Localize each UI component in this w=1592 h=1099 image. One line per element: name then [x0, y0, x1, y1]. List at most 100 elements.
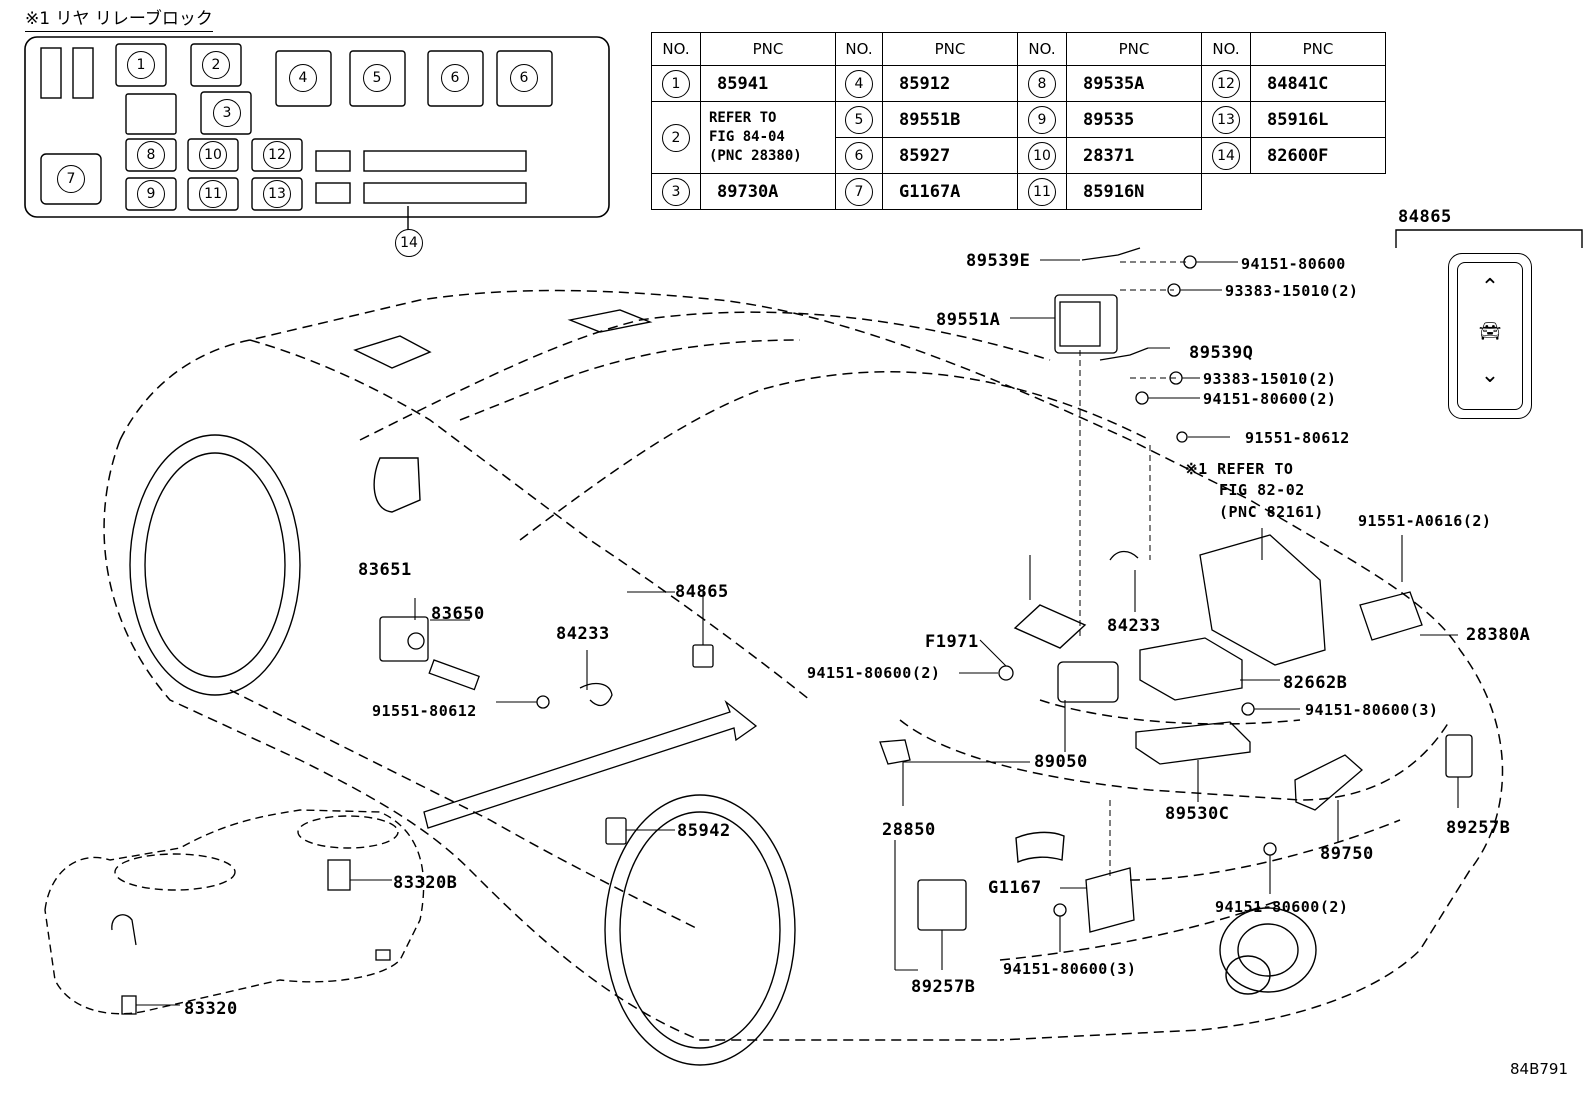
label-82662B: 82662B — [1283, 673, 1348, 693]
table-header-row: NO. PNC NO. PNC NO. PNC NO. PNC — [651, 32, 1386, 66]
no-badge: 9 — [1028, 105, 1056, 134]
relay-slot-11: 11 — [199, 180, 227, 208]
label-89257B-bottom: 89257B — [911, 977, 976, 997]
label-83651: 83651 — [358, 560, 412, 580]
pnc-cell: 85912 — [882, 65, 1018, 102]
no-badge: 7 — [845, 177, 873, 206]
pnc-cell: 85916N — [1066, 173, 1202, 210]
car-body-outline — [103, 289, 1504, 1041]
relay-slot-9: 9 — [137, 180, 165, 208]
label-F1971: F1971 — [925, 632, 979, 652]
label-84233-b: 84233 — [1107, 616, 1161, 636]
label-94151-80600-a: 94151-80600 — [1241, 255, 1346, 273]
pnc-table: NO. PNC NO. PNC NO. PNC NO. PNC 1 85941 … — [651, 32, 1386, 210]
pnc-cell: G1167A — [882, 173, 1018, 210]
car-icon: 🚘︎ — [1478, 321, 1502, 342]
header-pnc-4: PNC — [1250, 32, 1386, 66]
relay-slot-1: 1 — [127, 51, 155, 79]
pnc-cell: 85916L — [1250, 101, 1386, 138]
pnc-cell: 89551B — [882, 101, 1018, 138]
car-wheels — [129, 434, 1317, 1066]
relay-slot-7: 7 — [57, 165, 85, 193]
header-no-3: NO. — [1017, 32, 1067, 66]
leader-lines — [136, 259, 1459, 1006]
direction-arrow — [423, 699, 758, 829]
refer-82-02-line2: FIG 82-02 — [1219, 481, 1305, 499]
relay-slot-13: 13 — [263, 180, 291, 208]
pnc-cell: 89730A — [700, 173, 836, 210]
relay-slot-14: 14 — [395, 229, 423, 257]
header-no-4: NO. — [1201, 32, 1251, 66]
no-badge: 6 — [845, 141, 873, 170]
chevron-down-icon: ⌄ — [1480, 363, 1500, 388]
component-sketches — [111, 247, 1473, 1015]
switch-84865-inset: ⌃ 🚘︎ ⌄ — [1448, 253, 1532, 419]
no-badge: 3 — [662, 177, 690, 206]
relay-block-title: ※1 リヤ リレーブロック — [25, 4, 213, 32]
relay-block-outline — [24, 36, 610, 230]
pnc-cell: 89535A — [1066, 65, 1202, 102]
relay-slot-5: 5 — [363, 64, 391, 92]
table-row: 6 85927 10 28371 14 82600F — [652, 137, 1386, 174]
label-93383-15010-a: 93383-15010(2) — [1225, 282, 1359, 300]
chevron-up-icon: ⌃ — [1480, 275, 1500, 300]
no-badge: 12 — [1212, 69, 1240, 98]
table-row: 1 85941 4 85912 8 89535A 12 84841C — [651, 65, 1386, 102]
header-pnc-3: PNC — [1066, 32, 1202, 66]
label-91551-80612-a: 91551-80612 — [1245, 429, 1350, 447]
label-89530C: 89530C — [1165, 804, 1230, 824]
relay-slot-6a: 6 — [441, 64, 469, 92]
label-89539Q: 89539Q — [1189, 343, 1254, 363]
label-89551A: 89551A — [936, 310, 1001, 330]
label-89257B-right: 89257B — [1446, 818, 1511, 838]
header-pnc-1: PNC — [700, 32, 836, 66]
pnc-cell: 85941 — [700, 65, 836, 102]
label-94151-80600-3b: 94151-80600(3) — [1003, 960, 1137, 978]
header-no-2: NO. — [835, 32, 883, 66]
relay-slot-10: 10 — [199, 141, 227, 169]
label-83650: 83650 — [431, 604, 485, 624]
label-83320B: 83320B — [393, 873, 458, 893]
refer-line: (PNC 28380) — [709, 148, 802, 164]
refer-cell: REFER TO FIG 84-04 (PNC 28380) — [700, 101, 836, 174]
label-93383-15010-b: 93383-15010(2) — [1203, 370, 1337, 388]
label-84865-top: 84865 — [1398, 207, 1452, 227]
label-83320: 83320 — [184, 999, 238, 1019]
pnc-cell: 89535 — [1066, 101, 1202, 138]
label-84233-a: 84233 — [556, 624, 610, 644]
label-89539E: 89539E — [966, 251, 1031, 271]
table-row: 3 89730A 7 G1167A 11 85916N — [651, 173, 1386, 210]
header-pnc-2: PNC — [882, 32, 1018, 66]
no-badge: 4 — [845, 69, 873, 98]
table-row: 2 REFER TO FIG 84-04 (PNC 28380) 5 89551… — [651, 101, 1386, 174]
fitment-lines — [1079, 261, 1190, 880]
car-details — [353, 309, 1087, 864]
relay-slot-6b: 6 — [510, 64, 538, 92]
pnc-cell: 28371 — [1066, 137, 1202, 174]
relay-slot-3: 3 — [213, 99, 241, 127]
label-94151-80600-2c: 94151-80600(2) — [1215, 898, 1349, 916]
no-badge: 14 — [1212, 141, 1240, 170]
label-91551-A0616: 91551-A0616(2) — [1358, 512, 1492, 530]
label-G1167: G1167 — [988, 878, 1042, 898]
header-no-1: NO. — [651, 32, 701, 66]
label-94151-80600-2a: 94151-80600(2) — [1203, 390, 1337, 408]
no-badge: 2 — [662, 123, 690, 152]
relay-slot-4: 4 — [289, 64, 317, 92]
pnc-cell: 85927 — [882, 137, 1018, 174]
label-91551-80612-b: 91551-80612 — [372, 702, 477, 720]
refer-line: REFER TO — [709, 110, 777, 126]
no-badge: 10 — [1028, 141, 1056, 170]
label-28380A: 28380A — [1466, 625, 1531, 645]
relay-slot-2: 2 — [202, 51, 230, 79]
no-badge: 1 — [662, 69, 690, 98]
refer-82-02-line1: ※1 REFER TO — [1185, 460, 1294, 478]
pnc-cell: 84841C — [1250, 65, 1386, 102]
label-89750: 89750 — [1320, 844, 1374, 864]
no-badge: 11 — [1028, 177, 1056, 206]
relay-slot-8: 8 — [137, 141, 165, 169]
no-badge: 13 — [1212, 105, 1240, 134]
figure-code: 84B791 — [1509, 1060, 1568, 1078]
label-84865-mid: 84865 — [675, 582, 729, 602]
